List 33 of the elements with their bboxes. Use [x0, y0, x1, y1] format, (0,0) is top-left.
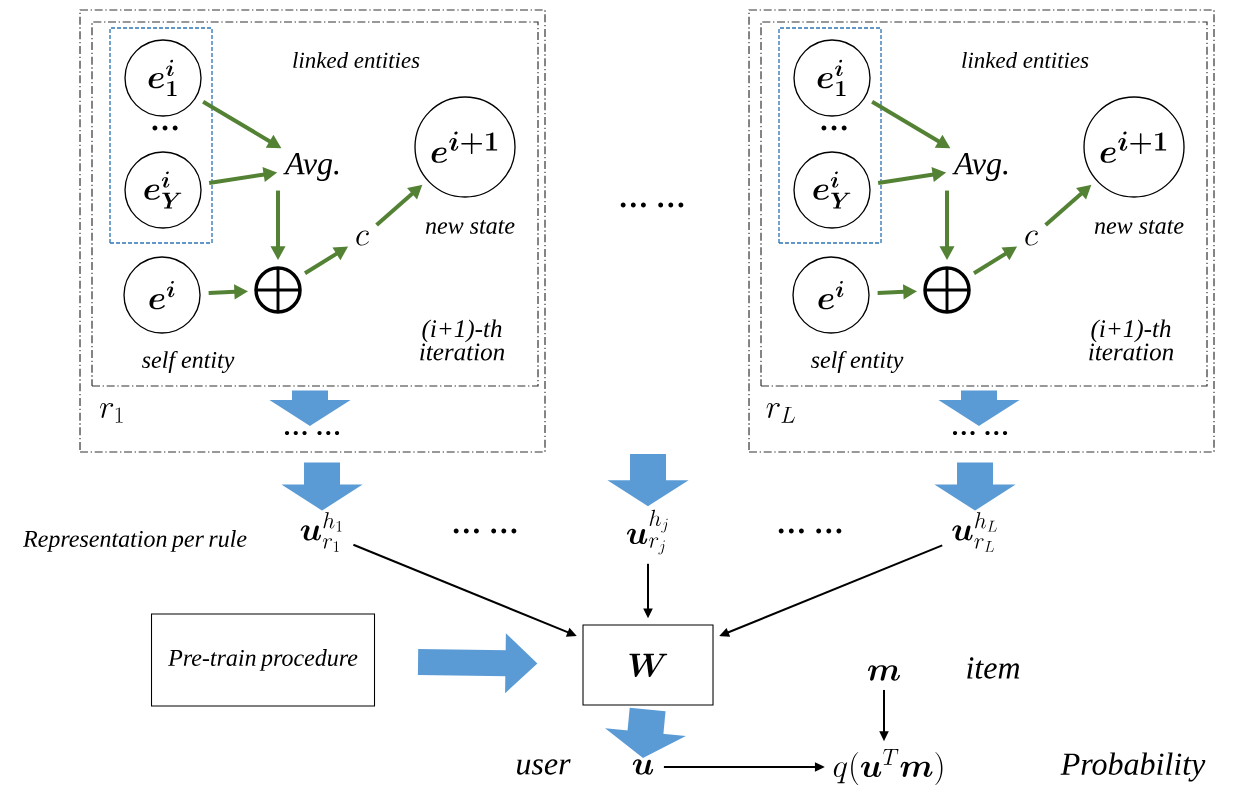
ellipsis: … … [952, 430, 1008, 436]
average-label: Avg. [283, 153, 339, 181]
group-label: linked entities [293, 51, 420, 69]
node-caption: new state [1094, 220, 1184, 234]
ellipsis: … … [620, 202, 684, 208]
formula: $q(\bm{u}^{T}\bm{m})$ [833, 749, 943, 786]
formula: $c$ [356, 230, 369, 246]
formula: $\bm{u}_{r_{j}}^{h_{j}}$ [626, 509, 668, 555]
ellipsis: … … [284, 430, 340, 436]
ellipsis: … [821, 125, 847, 131]
ellipsis: … … [778, 528, 842, 534]
node-caption: user [517, 759, 571, 775]
entity-group-box [109, 27, 213, 244]
formula: $\bm{m}$ [867, 665, 900, 681]
weight-box: $\bm{W}$ [582, 624, 714, 706]
ellipsis: … [152, 125, 178, 131]
sum-symbol [923, 266, 971, 314]
node-caption: item [967, 657, 1020, 679]
entity-group-box [778, 27, 882, 244]
formula: $\bm{u}_{r_{1}}^{h_{1}}$ [300, 512, 342, 552]
sum-symbol [254, 266, 302, 314]
node-caption: self entity [811, 350, 904, 374]
procedure-box: Pre-train procedure [150, 613, 376, 707]
formula: $\bm{u}_{r_{L}}^{h_{L}}$ [952, 512, 997, 552]
ellipsis: … … [453, 528, 517, 534]
average-label: Avg. [952, 153, 1008, 181]
group-label: linked entities [962, 51, 1089, 69]
node-caption: new state [425, 220, 515, 234]
formula: $c$ [1025, 230, 1038, 246]
node-caption: self entity [142, 350, 235, 374]
node-caption: Probability [1060, 752, 1206, 782]
row-label: Representation per rule [22, 530, 247, 552]
formula: $\bm{u}$ [632, 759, 654, 775]
